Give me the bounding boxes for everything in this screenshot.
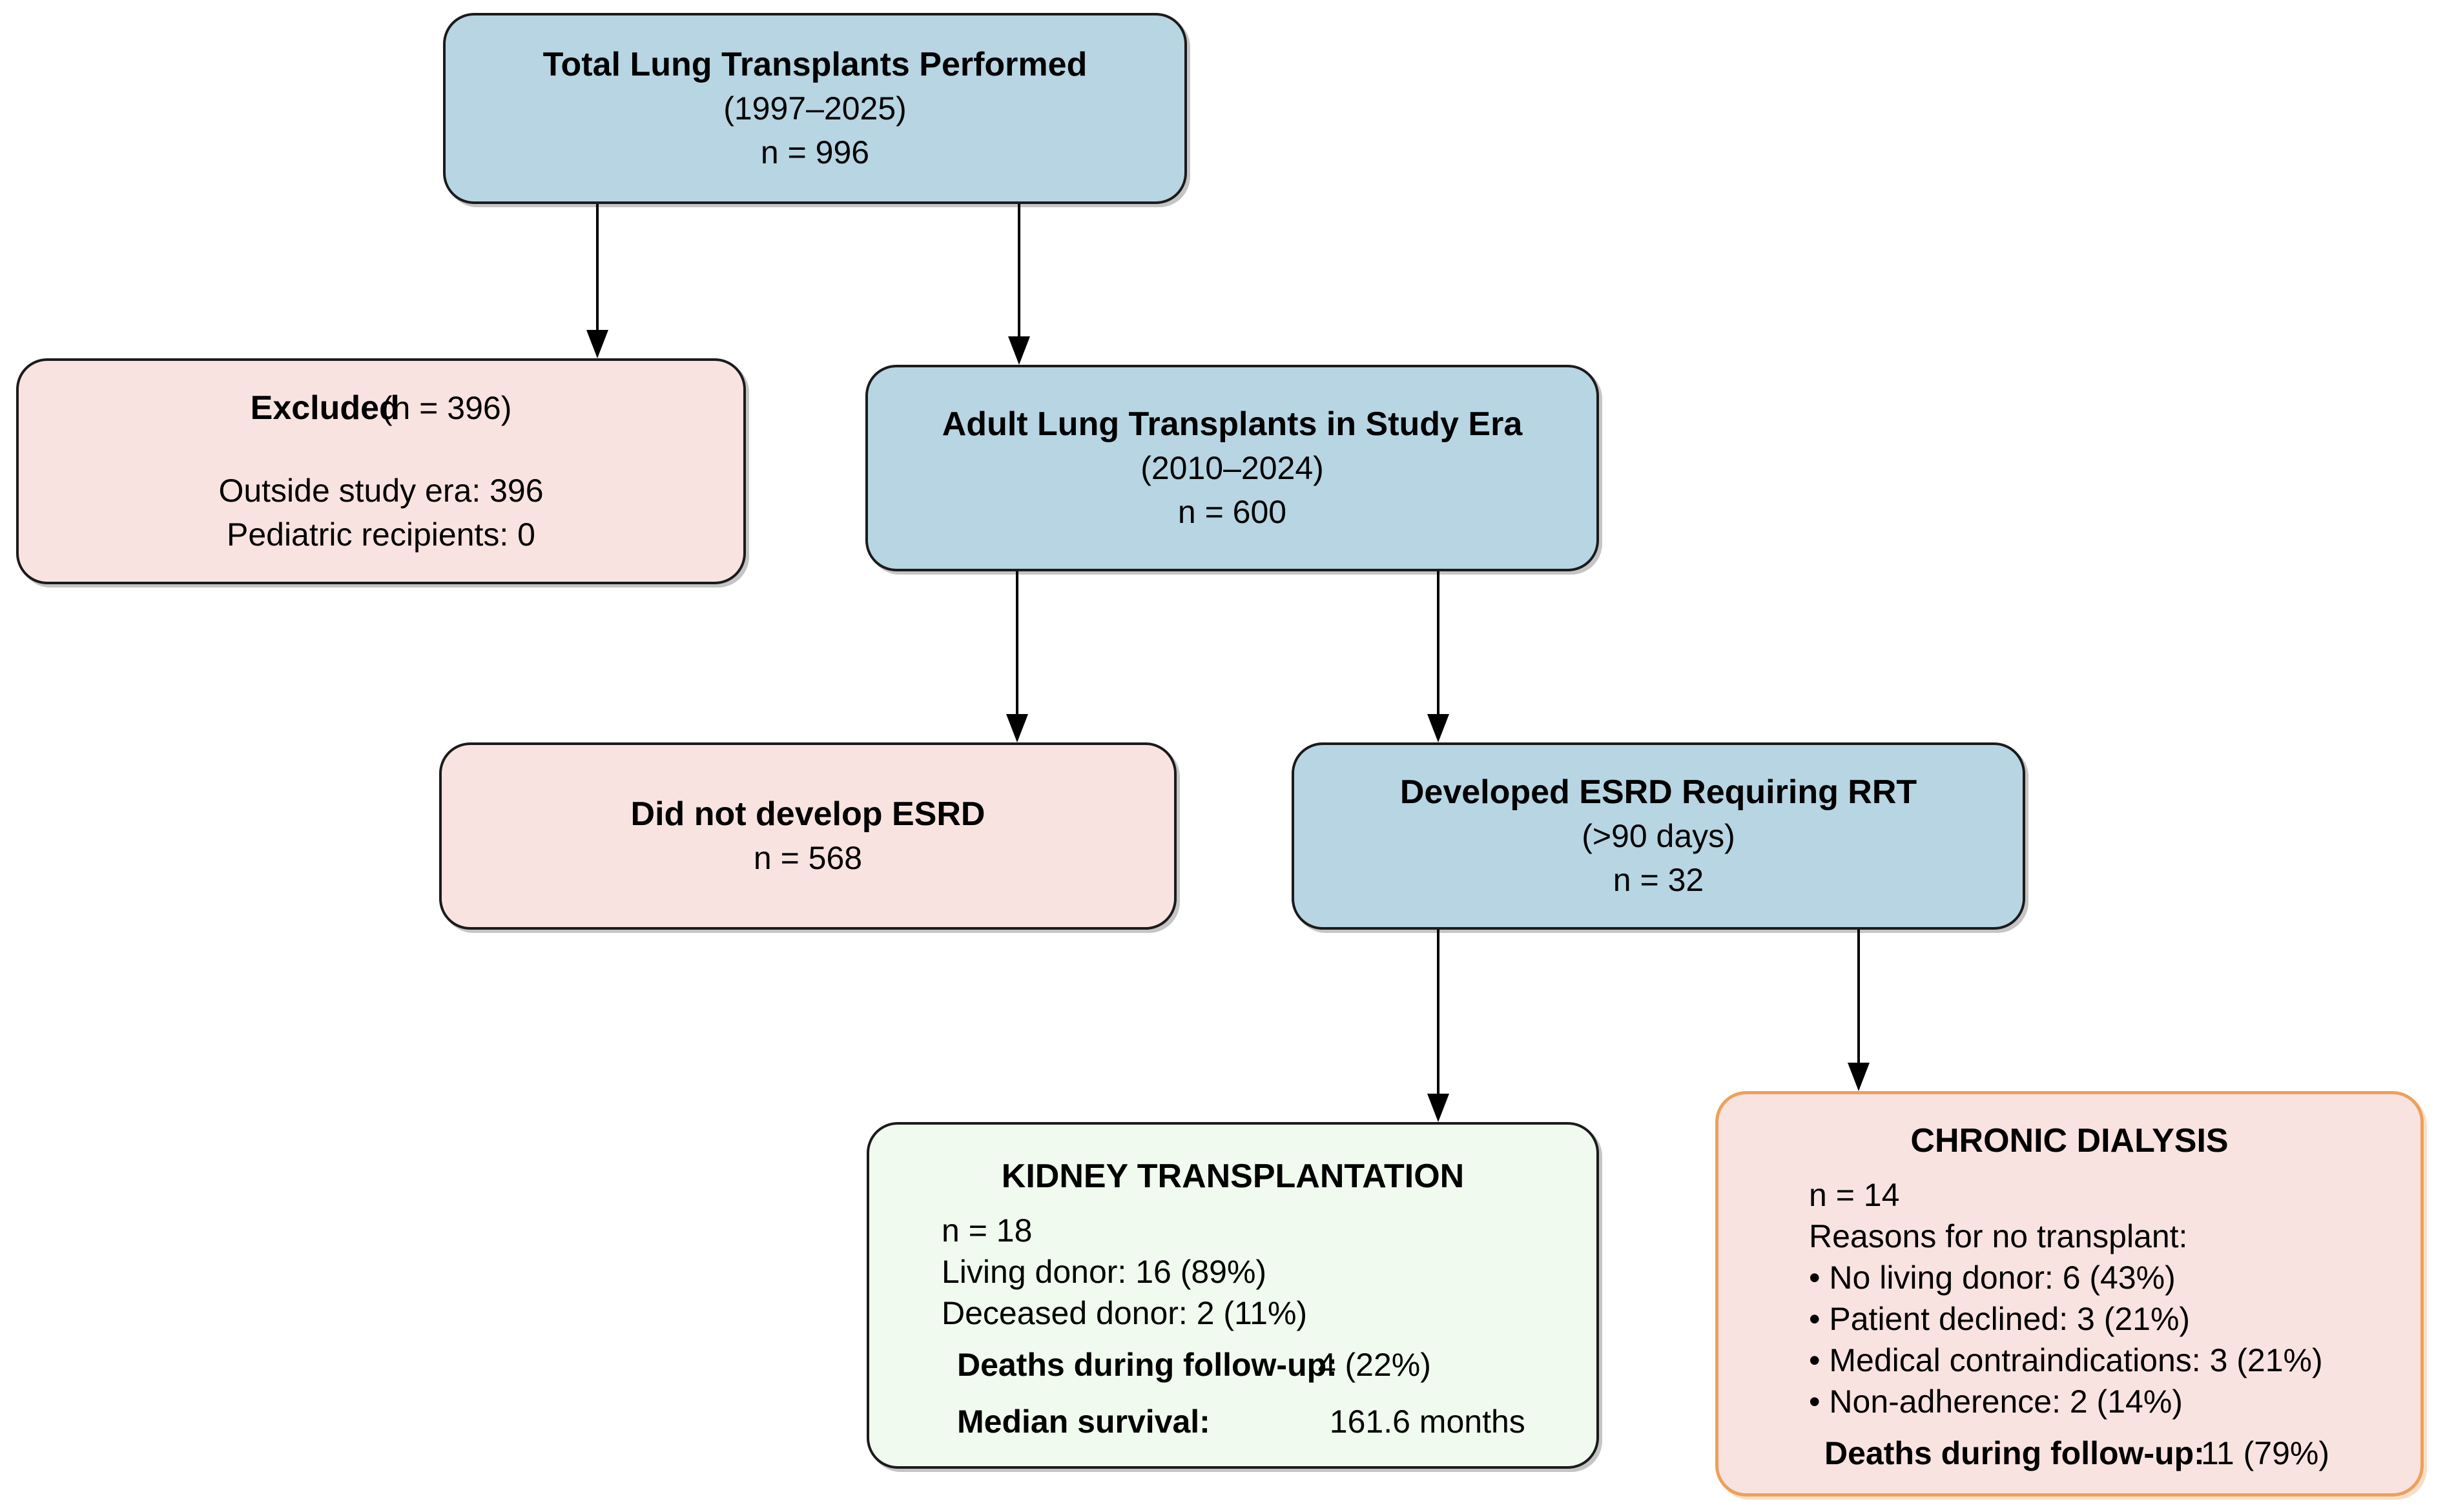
dialysis-no-living-donor: • No living donor: 6 (43%) bbox=[1809, 1260, 2176, 1296]
arrow-head-icon bbox=[1427, 714, 1449, 742]
dialysis-deaths-label: Deaths during follow-up: bbox=[1824, 1435, 2205, 1471]
dialysis-count: n = 14 bbox=[1809, 1177, 1900, 1213]
kidney-median-line: Median survival: 161.6 months bbox=[942, 1401, 1571, 1442]
box-developed-esrd: Developed ESRD Requiring RRT (>90 days) … bbox=[1292, 742, 2025, 930]
dialysis-deaths-line: Deaths during follow-up:11 (79%) bbox=[1809, 1433, 2395, 1474]
esrd-days: (>90 days) bbox=[1582, 818, 1735, 854]
kidney-median-value: 161.6 months bbox=[1329, 1404, 1525, 1440]
dialysis-patient-declined: • Patient declined: 3 (21%) bbox=[1809, 1301, 2191, 1337]
box-kidney-transplantation: KIDNEY TRANSPLANTATION n = 18 Living don… bbox=[867, 1122, 1599, 1469]
arrow-shaft bbox=[1437, 571, 1439, 717]
kidney-deaths-line: Deaths during follow-up:4 (22%) bbox=[942, 1344, 1571, 1385]
arrow-head-icon bbox=[1427, 1094, 1449, 1122]
arrow-head-icon bbox=[586, 330, 608, 358]
excluded-line-pediatric: Pediatric recipients: 0 bbox=[226, 516, 535, 553]
dialysis-title: CHRONIC DIALYSIS bbox=[1910, 1122, 2229, 1160]
box-adult-study-era: Adult Lung Transplants in Study Era (201… bbox=[865, 365, 1599, 571]
arrow-head-icon bbox=[1848, 1063, 1870, 1091]
adult-years: (2010–2024) bbox=[1140, 450, 1324, 486]
kidney-deaths-label: Deaths during follow-up: bbox=[957, 1347, 1337, 1383]
arrow-shaft bbox=[596, 204, 599, 332]
kidney-median-label: Median survival: bbox=[957, 1404, 1210, 1440]
dialysis-non-adherence: • Non-adherence: 2 (14%) bbox=[1809, 1384, 2183, 1420]
esrd-title: Developed ESRD Requiring RRT bbox=[1399, 773, 1917, 811]
arrow-shaft bbox=[1018, 204, 1020, 339]
box-no-esrd: Did not develop ESRD n = 568 bbox=[439, 742, 1177, 930]
total-count: n = 996 bbox=[760, 134, 870, 170]
arrow-esrd-to-kidney bbox=[1427, 930, 1449, 1122]
arrow-head-icon bbox=[1006, 714, 1028, 742]
excluded-title-bold: Excluded bbox=[250, 389, 400, 427]
excluded-title: Excluded(n = 396) bbox=[251, 386, 512, 430]
arrow-adult-to-esrd bbox=[1427, 571, 1449, 742]
no-esrd-count: n = 568 bbox=[753, 840, 863, 876]
no-esrd-title: Did not develop ESRD bbox=[630, 795, 985, 833]
adult-count: n = 600 bbox=[1177, 494, 1287, 530]
kidney-count: n = 18 bbox=[942, 1212, 1033, 1249]
esrd-count: n = 32 bbox=[1613, 862, 1704, 898]
excluded-title-paren: (n = 396) bbox=[381, 390, 512, 426]
kidney-deceased-donor: Deceased donor: 2 (11%) bbox=[942, 1295, 1308, 1331]
dialysis-deaths-value: 11 (79%) bbox=[2200, 1435, 2329, 1471]
kidney-deaths-value: 4 (22%) bbox=[1317, 1347, 1431, 1383]
arrow-total-to-excluded bbox=[586, 204, 608, 358]
box-chronic-dialysis: CHRONIC DIALYSIS n = 14 Reasons for no t… bbox=[1715, 1091, 2424, 1497]
arrow-adult-to-no-esrd bbox=[1006, 571, 1028, 742]
arrow-shaft bbox=[1437, 930, 1439, 1096]
adult-title: Adult Lung Transplants in Study Era bbox=[942, 405, 1523, 443]
excluded-line-outside-era: Outside study era: 396 bbox=[218, 473, 544, 509]
arrow-esrd-to-dialysis bbox=[1848, 930, 1870, 1091]
box-total-lung-transplants: Total Lung Transplants Performed (1997–2… bbox=[443, 13, 1187, 204]
total-years: (1997–2025) bbox=[723, 90, 907, 127]
dialysis-reasons-heading: Reasons for no transplant: bbox=[1809, 1218, 2188, 1254]
arrow-shaft bbox=[1857, 930, 1860, 1065]
kidney-living-donor: Living donor: 16 (89%) bbox=[942, 1254, 1267, 1290]
total-title: Total Lung Transplants Performed bbox=[542, 46, 1088, 83]
arrow-shaft bbox=[1016, 571, 1018, 717]
arrow-total-to-adult bbox=[1008, 204, 1030, 365]
kidney-title: KIDNEY TRANSPLANTATION bbox=[1001, 1158, 1465, 1195]
box-excluded: Excluded(n = 396) Outside study era: 396… bbox=[16, 358, 746, 584]
dialysis-medical-contraindications: • Medical contraindications: 3 (21%) bbox=[1809, 1342, 2323, 1378]
arrow-head-icon bbox=[1008, 336, 1030, 365]
